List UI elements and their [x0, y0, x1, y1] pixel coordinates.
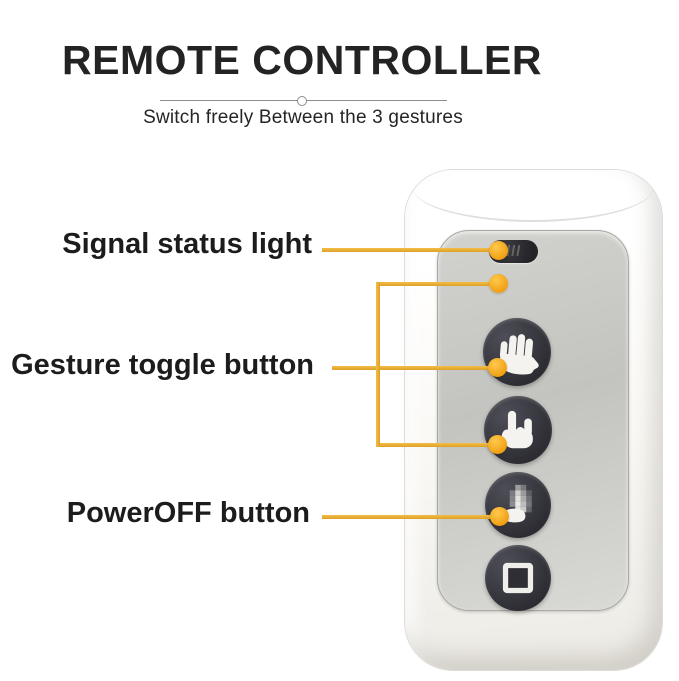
- remote-controller-body: DIGITAL REMOTE CONTROLLER: [405, 170, 662, 670]
- remote-front-panel: DIGITAL REMOTE CONTROLLER: [437, 230, 629, 611]
- callout-label-gesture-toggle-button: Gesture toggle button: [11, 349, 314, 381]
- callout-bracket-bottom-line: [376, 443, 500, 447]
- callout-dot-censored-button: [488, 435, 507, 454]
- divider-circle-ornament: [297, 96, 307, 106]
- signal-light-texture: [498, 245, 520, 256]
- callout-dot-signal-light: [489, 241, 508, 260]
- callout-bracket-vertical-line: [376, 282, 380, 447]
- callout-dot-palm-button: [489, 274, 508, 293]
- gesture-button-censored: [485, 472, 551, 538]
- censored-gesture-icon: [503, 484, 532, 523]
- callout-dot-rock-button: [488, 358, 507, 377]
- power-off-icon: [502, 562, 534, 594]
- callout-bracket-top-line: [376, 282, 500, 286]
- palm-gesture-icon: [499, 334, 539, 375]
- callout-line-power: [322, 515, 500, 519]
- power-off-button: [485, 545, 551, 611]
- gesture-button-rock: [484, 396, 552, 464]
- page-title: REMOTE CONTROLLER: [62, 37, 542, 83]
- callout-line-gesture: [332, 366, 500, 370]
- callout-label-poweroff-button: PowerOFF button: [66, 497, 310, 529]
- remote-top-seam: [413, 154, 653, 222]
- page-subtitle: Switch freely Between the 3 gestures: [143, 107, 463, 128]
- callout-dot-power-button: [490, 507, 509, 526]
- callout-line-signal: [322, 248, 500, 252]
- callout-label-signal-status-light: Signal status light: [62, 228, 312, 260]
